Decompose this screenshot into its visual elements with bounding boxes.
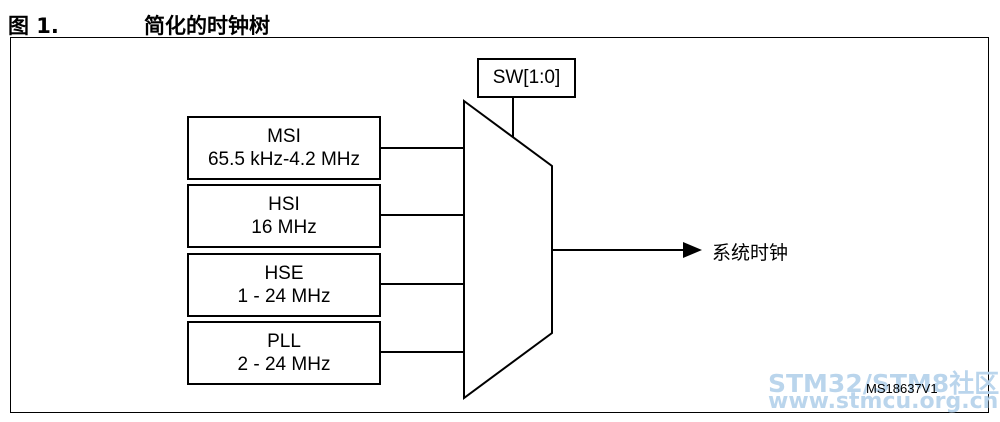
source-box-hsi: HSI 16 MHz [187,184,381,248]
source-range: 2 - 24 MHz [237,354,331,375]
clock-mux [463,99,553,400]
selector-box: SW[1:0] [477,58,576,98]
source-box-hse: HSE 1 - 24 MHz [187,253,381,317]
watermark-line2: www.stmcu.org.cn [768,389,999,414]
figure-code: MS18637V1 [866,381,938,396]
source-range: 65.5 kHz-4.2 MHz [207,149,361,170]
source-name: HSI [268,194,300,215]
output-label: 系统时钟 [712,242,789,264]
source-range: 1 - 24 MHz [237,286,331,307]
source-box-pll: PLL 2 - 24 MHz [187,321,381,385]
source-range: 16 MHz [251,217,317,238]
figure-number: 图 1. [8,14,59,38]
output-arrow-icon [683,242,702,258]
source-name: HSE [264,263,304,284]
figure-title: 简化的时钟树 [144,14,270,38]
watermark-line1: STM32/STM8社区 [768,369,1000,398]
source-name: PLL [267,331,301,352]
diagram-frame [10,37,989,413]
source-box-msi: MSI 65.5 kHz-4.2 MHz [187,116,381,180]
source-name: MSI [267,126,301,147]
